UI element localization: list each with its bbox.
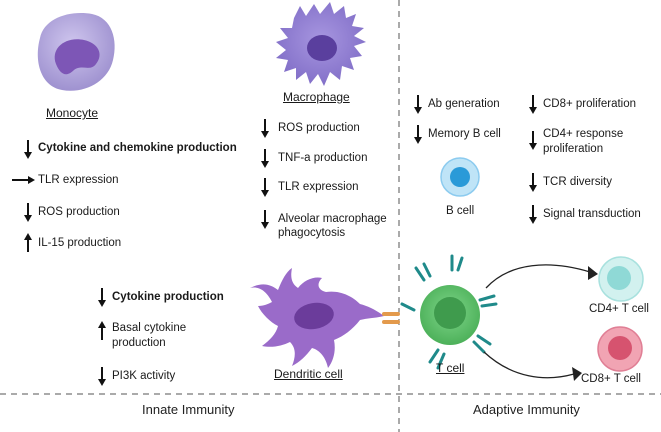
- macrophage-effect-label: Alveolar macrophage: [278, 213, 387, 225]
- dendritic-effect-label: PI3K activity: [112, 370, 176, 382]
- dendritic-effect-label: Basal cytokine: [112, 322, 187, 334]
- monocyte-title: Monocyte: [46, 106, 99, 120]
- b-cell: [440, 157, 480, 197]
- right-arrow-icon: [588, 266, 598, 280]
- monocyte-effect-label: Cytokine and chemokine production: [38, 142, 237, 154]
- macrophage-cell: [276, 2, 366, 86]
- bcell-effect-label: Ab generation: [428, 98, 500, 110]
- t-cell: [400, 254, 498, 370]
- macrophage-effect-label: ROS production: [278, 122, 360, 134]
- down-arrow-icon: [261, 210, 269, 229]
- macrophage-effect-label: TNF-a production: [278, 152, 368, 164]
- monocyte-effect-label: IL-15 production: [38, 237, 122, 249]
- macrophage-effect-label: phagocytosis: [278, 227, 346, 239]
- tcell-effect-label: proliferation: [543, 143, 604, 155]
- tcell-effect-label: Signal transduction: [543, 208, 641, 220]
- down-arrow-icon: [261, 149, 269, 168]
- down-arrow-icon: [98, 367, 106, 386]
- macrophage-nucleus: [307, 35, 337, 61]
- monocyte-nucleus: [54, 39, 100, 75]
- bcell-effect-label: Memory B cell: [428, 128, 501, 140]
- right-arrow-icon: [12, 176, 35, 184]
- dendritic-title: Dendritic cell: [274, 367, 343, 381]
- dendritic-cell: [250, 268, 384, 368]
- down-arrow-icon: [24, 203, 32, 222]
- monocyte-cell: [37, 13, 115, 91]
- down-arrow-icon: [529, 131, 537, 150]
- tcell-effect-label: TCR diversity: [543, 176, 613, 188]
- tcr-receptors: [400, 254, 498, 370]
- up-arrow-icon: [24, 233, 32, 252]
- down-arrow-icon: [529, 205, 537, 224]
- down-arrow-icon: [529, 173, 537, 192]
- cd8-t-cell: [597, 326, 643, 372]
- dendritic-effect-label: production: [112, 337, 166, 349]
- down-arrow-icon: [261, 119, 269, 138]
- adaptive-immunity-label: Adaptive Immunity: [473, 402, 580, 417]
- differentiation-arrows: [483, 264, 591, 379]
- macrophage-effect-label: TLR expression: [278, 181, 359, 193]
- monocyte-effect-label: ROS production: [38, 206, 120, 218]
- cd4-t-cell: [598, 256, 644, 302]
- down-arrow-icon: [529, 95, 537, 114]
- monocyte-effect-label: TLR expression: [38, 174, 119, 186]
- dendritic-nucleus: [294, 302, 334, 330]
- innate-immunity-label: Innate Immunity: [142, 402, 235, 417]
- bcell-label: B cell: [446, 205, 475, 217]
- tcell-effect-label: CD8+ proliferation: [543, 98, 637, 110]
- cd8-label: CD8+ T cell: [581, 373, 641, 385]
- tcell-effect-label: CD4+ response: [543, 128, 624, 140]
- down-arrow-icon: [261, 178, 269, 197]
- cd4-label: CD4+ T cell: [589, 303, 649, 315]
- down-arrow-icon: [98, 288, 106, 307]
- macrophage-title: Macrophage: [283, 90, 350, 104]
- down-arrow-icon: [414, 125, 422, 144]
- synapse-connectors: [382, 312, 400, 324]
- right-arrow-icon: [572, 367, 582, 381]
- dendritic-effect-label: Cytokine production: [112, 291, 224, 303]
- down-arrow-icon: [414, 95, 422, 114]
- tcell-title: T cell: [436, 361, 465, 375]
- up-arrow-icon: [98, 321, 106, 340]
- down-arrow-icon: [24, 140, 32, 159]
